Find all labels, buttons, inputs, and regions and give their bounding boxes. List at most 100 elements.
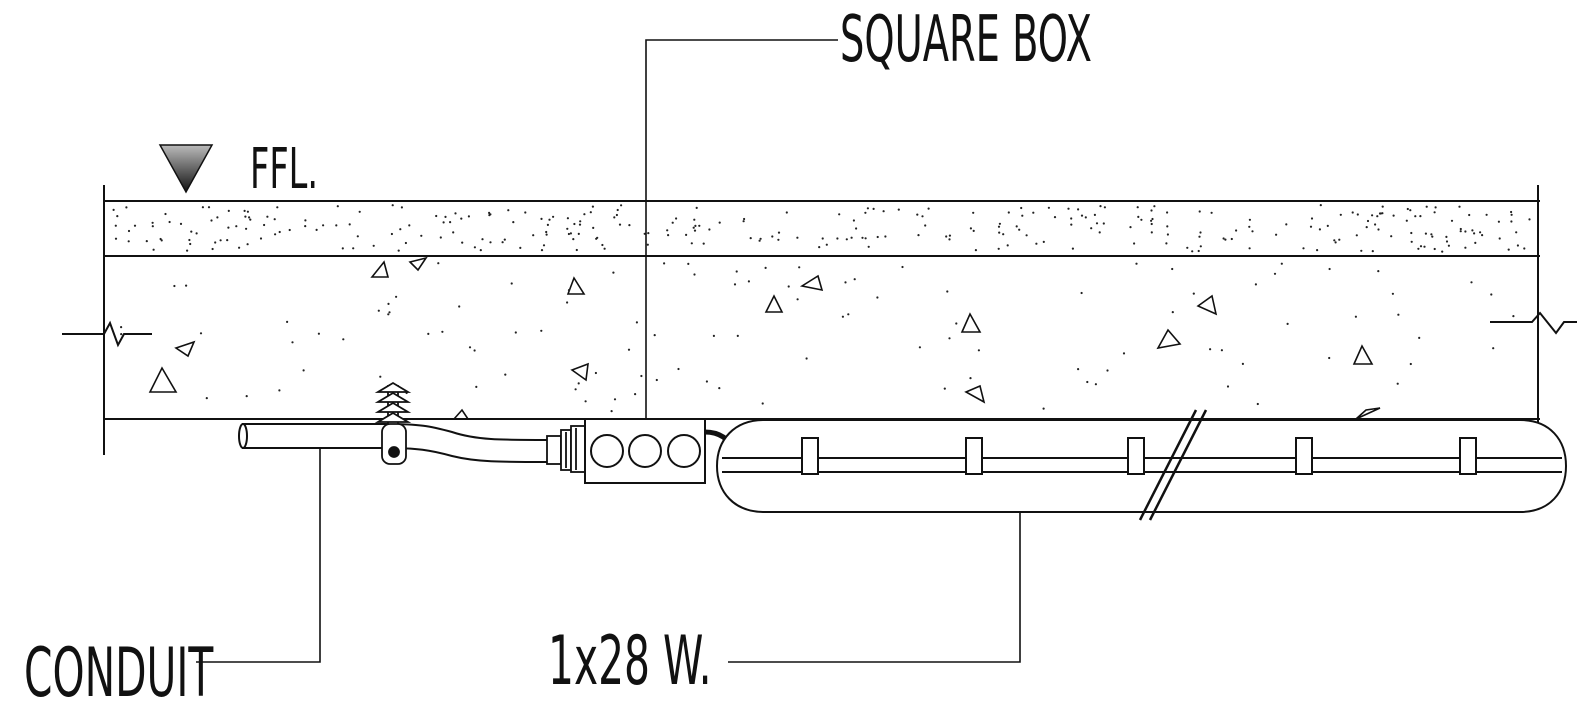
texture-dot bbox=[263, 223, 266, 227]
texture-dot bbox=[1333, 239, 1336, 242]
texture-dot bbox=[693, 273, 696, 276]
texture-dot bbox=[694, 224, 697, 227]
texture-dot bbox=[1199, 245, 1202, 248]
texture-dot bbox=[545, 230, 548, 234]
texture-dot bbox=[1251, 230, 1254, 233]
texture-dot bbox=[548, 218, 551, 221]
texture-dot bbox=[1423, 245, 1426, 248]
texture-dot bbox=[1445, 240, 1449, 243]
texture-dot bbox=[850, 236, 853, 239]
texture-dot bbox=[712, 334, 716, 337]
texture-dot bbox=[145, 240, 148, 243]
texture-dot bbox=[1047, 206, 1050, 209]
texture-dot bbox=[116, 215, 119, 218]
texture-dot bbox=[1356, 213, 1359, 216]
texture-dot bbox=[1433, 247, 1436, 251]
texture-dot bbox=[1470, 281, 1473, 284]
texture-dot bbox=[1286, 322, 1289, 325]
texture-dot bbox=[943, 387, 946, 390]
texture-dot bbox=[574, 388, 577, 391]
texture-dot bbox=[190, 230, 193, 233]
texture-dot bbox=[1235, 229, 1238, 232]
texture-dot bbox=[1351, 211, 1354, 214]
texture-dot bbox=[847, 313, 850, 316]
texture-dot bbox=[504, 373, 507, 376]
texture-dot bbox=[573, 222, 576, 226]
texture-dot bbox=[718, 387, 721, 390]
texture-dot bbox=[1381, 205, 1384, 208]
texture-dot bbox=[1015, 225, 1018, 228]
texture-dot bbox=[1248, 247, 1251, 250]
texture-dot bbox=[675, 217, 678, 220]
texture-dot bbox=[244, 215, 247, 218]
texture-dot bbox=[785, 211, 788, 214]
texture-dot bbox=[1230, 237, 1233, 241]
texture-dot bbox=[687, 262, 690, 265]
texture-dot bbox=[825, 243, 828, 246]
texture-dot bbox=[1510, 213, 1513, 216]
texture-dot bbox=[924, 224, 927, 227]
texture-dot bbox=[702, 242, 705, 245]
texture-dot bbox=[916, 213, 919, 216]
texture-dot bbox=[821, 237, 824, 240]
texture-dot bbox=[977, 349, 981, 352]
texture-dot bbox=[1093, 213, 1096, 216]
texture-dot bbox=[1360, 249, 1363, 252]
texture-dot bbox=[1042, 407, 1045, 410]
texture-dot bbox=[695, 206, 698, 209]
texture-dot bbox=[1425, 205, 1428, 208]
texture-dot bbox=[259, 237, 263, 240]
texture-dot bbox=[655, 378, 658, 382]
texture-dot bbox=[787, 285, 790, 288]
texture-dot bbox=[736, 334, 739, 337]
texture-dot bbox=[1080, 291, 1083, 295]
texture-dot bbox=[1507, 248, 1510, 251]
texture-dot bbox=[461, 241, 464, 244]
texture-dot bbox=[1459, 227, 1462, 231]
texture-dot bbox=[1326, 224, 1329, 227]
texture-dot bbox=[542, 244, 546, 247]
texture-dot bbox=[1354, 315, 1357, 318]
texture-dot bbox=[743, 217, 746, 221]
texture-dot bbox=[1405, 219, 1408, 222]
floor-slab bbox=[103, 185, 1540, 455]
texture-dot bbox=[1309, 225, 1313, 228]
texture-dot bbox=[917, 234, 920, 237]
texture-dot bbox=[818, 246, 821, 249]
texture-dot bbox=[566, 217, 570, 220]
texture-dot bbox=[1450, 219, 1454, 222]
texture-dot bbox=[442, 221, 445, 224]
texture-dot bbox=[972, 211, 975, 214]
break-symbol-left bbox=[62, 320, 152, 348]
texture-dot bbox=[1254, 283, 1257, 286]
texture-dot bbox=[1396, 382, 1399, 385]
texture-dot bbox=[628, 224, 631, 227]
texture-dot bbox=[1419, 245, 1423, 248]
texture-dot bbox=[435, 214, 438, 218]
texture-dot bbox=[1025, 234, 1028, 237]
texture-dot bbox=[114, 237, 118, 240]
texture-dot bbox=[1430, 233, 1433, 236]
texture-dot bbox=[708, 228, 711, 231]
texture-dot bbox=[603, 247, 606, 250]
break-symbol-right bbox=[1490, 311, 1577, 335]
texture-dot bbox=[1512, 315, 1515, 318]
texture-dot bbox=[1006, 244, 1009, 247]
square-box bbox=[584, 418, 706, 484]
texture-dot bbox=[1447, 244, 1450, 247]
texture-dot bbox=[1528, 218, 1531, 221]
texture-dot bbox=[1410, 231, 1413, 235]
fixture-label: 1x28 W. bbox=[548, 622, 712, 701]
texture-dot bbox=[997, 225, 1001, 228]
texture-dot bbox=[1275, 233, 1278, 236]
texture-dot bbox=[1102, 222, 1105, 225]
texture-dot bbox=[1376, 215, 1379, 218]
texture-dot bbox=[1445, 235, 1448, 238]
texture-dot bbox=[286, 320, 289, 323]
texture-dot bbox=[1171, 311, 1174, 314]
texture-dot bbox=[1103, 206, 1106, 209]
texture-dot bbox=[348, 223, 351, 226]
texture-dot bbox=[452, 231, 455, 234]
texture-dot bbox=[467, 215, 470, 218]
texture-dot bbox=[1310, 217, 1314, 220]
